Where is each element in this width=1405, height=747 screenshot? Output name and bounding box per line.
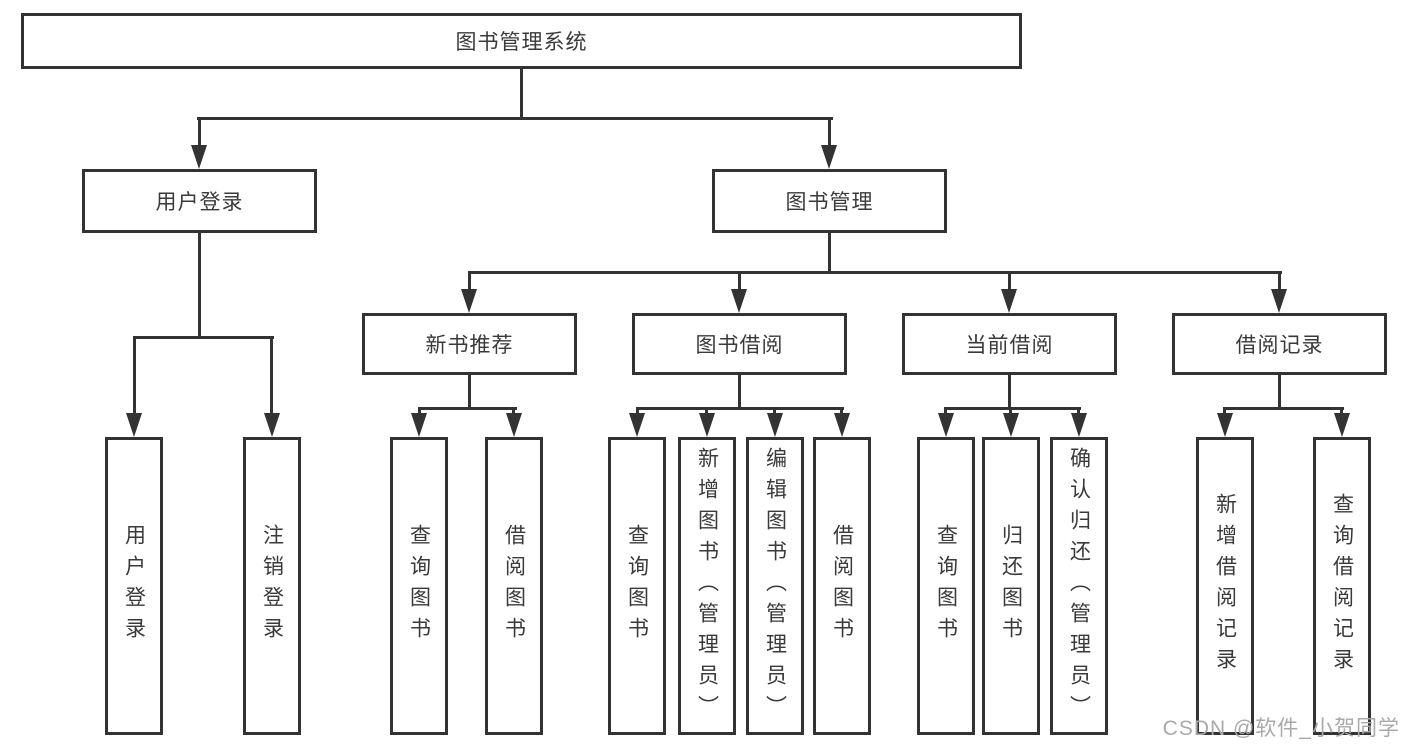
node-label: 图书管理系统 (455, 31, 588, 54)
connector-line (828, 233, 831, 274)
connector-line (738, 271, 741, 289)
connector-line (1340, 407, 1343, 413)
arrowhead-down-icon (264, 413, 280, 437)
node-label: 确认归还（管理员） (1067, 446, 1091, 726)
node-label: 图书管理 (785, 191, 874, 214)
connector-line (270, 336, 273, 413)
csdn-watermark: CSDN @软件_小贺同学 (1162, 717, 1400, 740)
node-label: 查询借阅记录 (1330, 493, 1354, 679)
leaf-records-query-record: 查询借阅记录 (1313, 437, 1371, 735)
connector-line (197, 117, 833, 120)
connector-line (468, 271, 1282, 274)
arrowhead-down-icon (821, 145, 837, 169)
arrowhead-down-icon (834, 413, 850, 437)
connector-line (944, 407, 947, 413)
connector-line (945, 407, 1081, 410)
node-label: 图书借阅 (695, 334, 784, 357)
leaf-borrow-edit-books-admin: 编辑图书（管理员） (746, 437, 804, 735)
node-label: 借阅图书 (830, 524, 854, 648)
node-label: 查询图书 (934, 524, 958, 648)
arrowhead-down-icon (191, 145, 207, 169)
connector-line (520, 69, 523, 117)
connector-line (1278, 271, 1281, 289)
leaf-logout: 注销登录 (243, 437, 301, 735)
node-library-management-system: 图书管理系统 (21, 13, 1022, 69)
leaf-borrow-add-books-admin: 新增图书（管理员） (678, 437, 736, 735)
node-label: 新书推荐 (425, 334, 514, 357)
leaf-current-confirm-return-admin: 确认归还（管理员） (1050, 437, 1108, 735)
leaf-current-return-books: 归还图书 (982, 437, 1040, 735)
node-label: 编辑图书（管理员） (763, 446, 787, 726)
connector-line (468, 375, 471, 410)
leaf-current-query-books: 查询图书 (917, 437, 975, 735)
leaf-records-add-record: 新增借阅记录 (1196, 437, 1254, 735)
arrowhead-down-icon (699, 413, 715, 437)
connector-line (512, 407, 515, 413)
connector-line (198, 117, 201, 145)
connector-line (636, 407, 844, 410)
arrowhead-down-icon (731, 289, 747, 313)
connector-line (840, 407, 843, 413)
leaf-recommend-borrow-books: 借阅图书 (485, 437, 543, 735)
arrowhead-down-icon (1334, 413, 1350, 437)
connector-line (133, 336, 136, 413)
node-label: 归还图书 (999, 524, 1023, 648)
connector-line (705, 407, 708, 413)
connector-line (1278, 375, 1281, 410)
arrowhead-down-icon (1001, 289, 1017, 313)
connector-line (738, 375, 741, 410)
node-label: 新增借阅记录 (1213, 493, 1237, 679)
arrowhead-down-icon (767, 413, 783, 437)
node-label: 借阅记录 (1235, 334, 1324, 357)
arrowhead-down-icon (461, 289, 477, 313)
node-book-management: 图书管理 (712, 169, 947, 233)
node-user-login: 用户登录 (82, 169, 317, 233)
node-label: 注销登录 (260, 524, 284, 648)
connector-line (1223, 407, 1226, 413)
arrowhead-down-icon (411, 413, 427, 437)
node-label: 借阅图书 (502, 524, 526, 648)
arrowhead-down-icon (1003, 413, 1019, 437)
node-label: 查询图书 (407, 524, 431, 648)
leaf-user-login: 用户登录 (105, 437, 163, 735)
leaf-borrow-query-books: 查询图书 (608, 437, 666, 735)
connector-line (1008, 375, 1011, 410)
arrowhead-down-icon (1071, 413, 1087, 437)
node-label: 用户登录 (122, 524, 146, 648)
connector-line (133, 336, 274, 339)
arrowhead-down-icon (506, 413, 522, 437)
connector-line (418, 407, 517, 410)
connector-line (1077, 407, 1080, 413)
connector-line (198, 233, 201, 337)
leaf-recommend-query-books: 查询图书 (390, 437, 448, 735)
node-current-borrow: 当前借阅 (902, 313, 1117, 375)
connector-line (418, 407, 421, 413)
arrowhead-down-icon (1217, 413, 1233, 437)
connector-line (636, 407, 639, 413)
node-label: 当前借阅 (965, 334, 1054, 357)
connector-line (1008, 271, 1011, 289)
connector-line (828, 117, 831, 145)
node-label: 新增图书（管理员） (695, 446, 719, 726)
connector-line (1224, 407, 1344, 410)
node-label: 查询图书 (625, 524, 649, 648)
connector-line (1009, 407, 1012, 413)
node-new-book-recommend: 新书推荐 (362, 313, 577, 375)
node-book-borrow: 图书借阅 (632, 313, 847, 375)
leaf-borrow-borrow-books: 借阅图书 (813, 437, 871, 735)
connector-line (773, 407, 776, 413)
arrowhead-down-icon (629, 413, 645, 437)
arrowhead-down-icon (126, 413, 142, 437)
arrowhead-down-icon (1271, 289, 1287, 313)
node-borrow-records: 借阅记录 (1172, 313, 1387, 375)
connector-line (468, 271, 471, 289)
node-label: 用户登录 (155, 191, 244, 214)
arrowhead-down-icon (938, 413, 954, 437)
